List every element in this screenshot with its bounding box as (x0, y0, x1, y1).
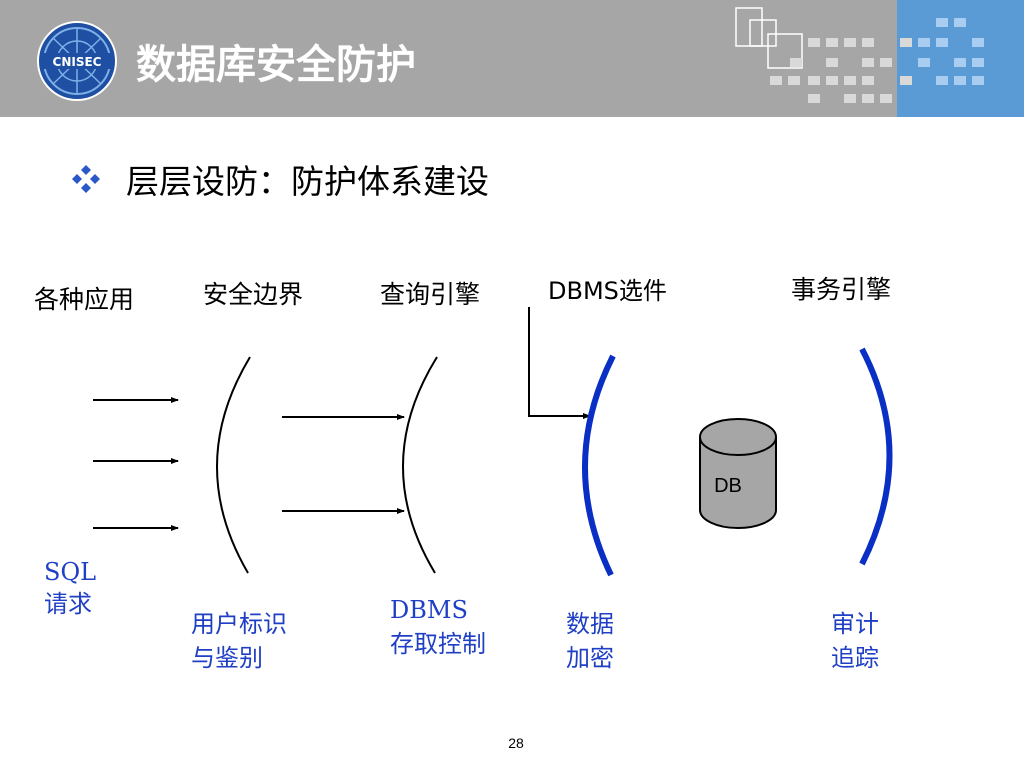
bullet-text: 层层设防：防护体系建设 (126, 162, 489, 201)
annotation-line: DBMS (390, 596, 468, 624)
page-title: 数据库安全防护 (136, 42, 416, 88)
annotation-line: 加密 (566, 644, 614, 672)
annotation-encryption: 数据 加密 (566, 607, 614, 675)
annotation-line: SQL (44, 558, 97, 586)
dbms-option-connector (528, 307, 591, 419)
annotation-line: 追踪 (831, 644, 879, 672)
db-label: DB (714, 475, 742, 497)
security-boundary-curve (216, 356, 251, 574)
header-band: CNISEC 数据库安全防护 (0, 0, 1024, 117)
annotation-identification: 用户标识 与鉴别 (191, 607, 287, 675)
page-number: 28 (508, 735, 524, 751)
label-applications: 各种应用 (34, 285, 135, 314)
decorative-squares (735, 7, 984, 103)
database-cylinder: DB (699, 418, 777, 529)
annotation-line: 与鉴别 (191, 644, 263, 672)
annotation-sql-request: SQL 请求 (44, 556, 96, 620)
annotation-line: 用户标识 (191, 610, 287, 638)
annotation-audit: 审计 追踪 (831, 607, 879, 675)
annotation-line: 请求 (44, 590, 92, 618)
annotation-access-control: DBMS 存取控制 (390, 593, 486, 661)
bullet-line: 层层设防：防护体系建设 (70, 155, 489, 203)
label-dbms-options: DBMS选件 (548, 277, 667, 305)
label-transaction-engine: 事务引擎 (791, 275, 892, 304)
label-query-engine: 查询引擎 (380, 280, 481, 309)
diamond-bullet-icon (72, 165, 100, 193)
logo-text: CNISEC (53, 55, 102, 69)
annotation-line: 数据 (566, 610, 614, 638)
annotation-line: 存取控制 (390, 630, 486, 658)
annotation-line: 审计 (831, 610, 879, 638)
label-security-boundary: 安全边界 (203, 280, 304, 309)
encryption-bracket (582, 354, 616, 577)
cnisec-logo: CNISEC (37, 21, 117, 101)
audit-bracket (859, 347, 893, 566)
query-engine-curve (402, 356, 438, 574)
